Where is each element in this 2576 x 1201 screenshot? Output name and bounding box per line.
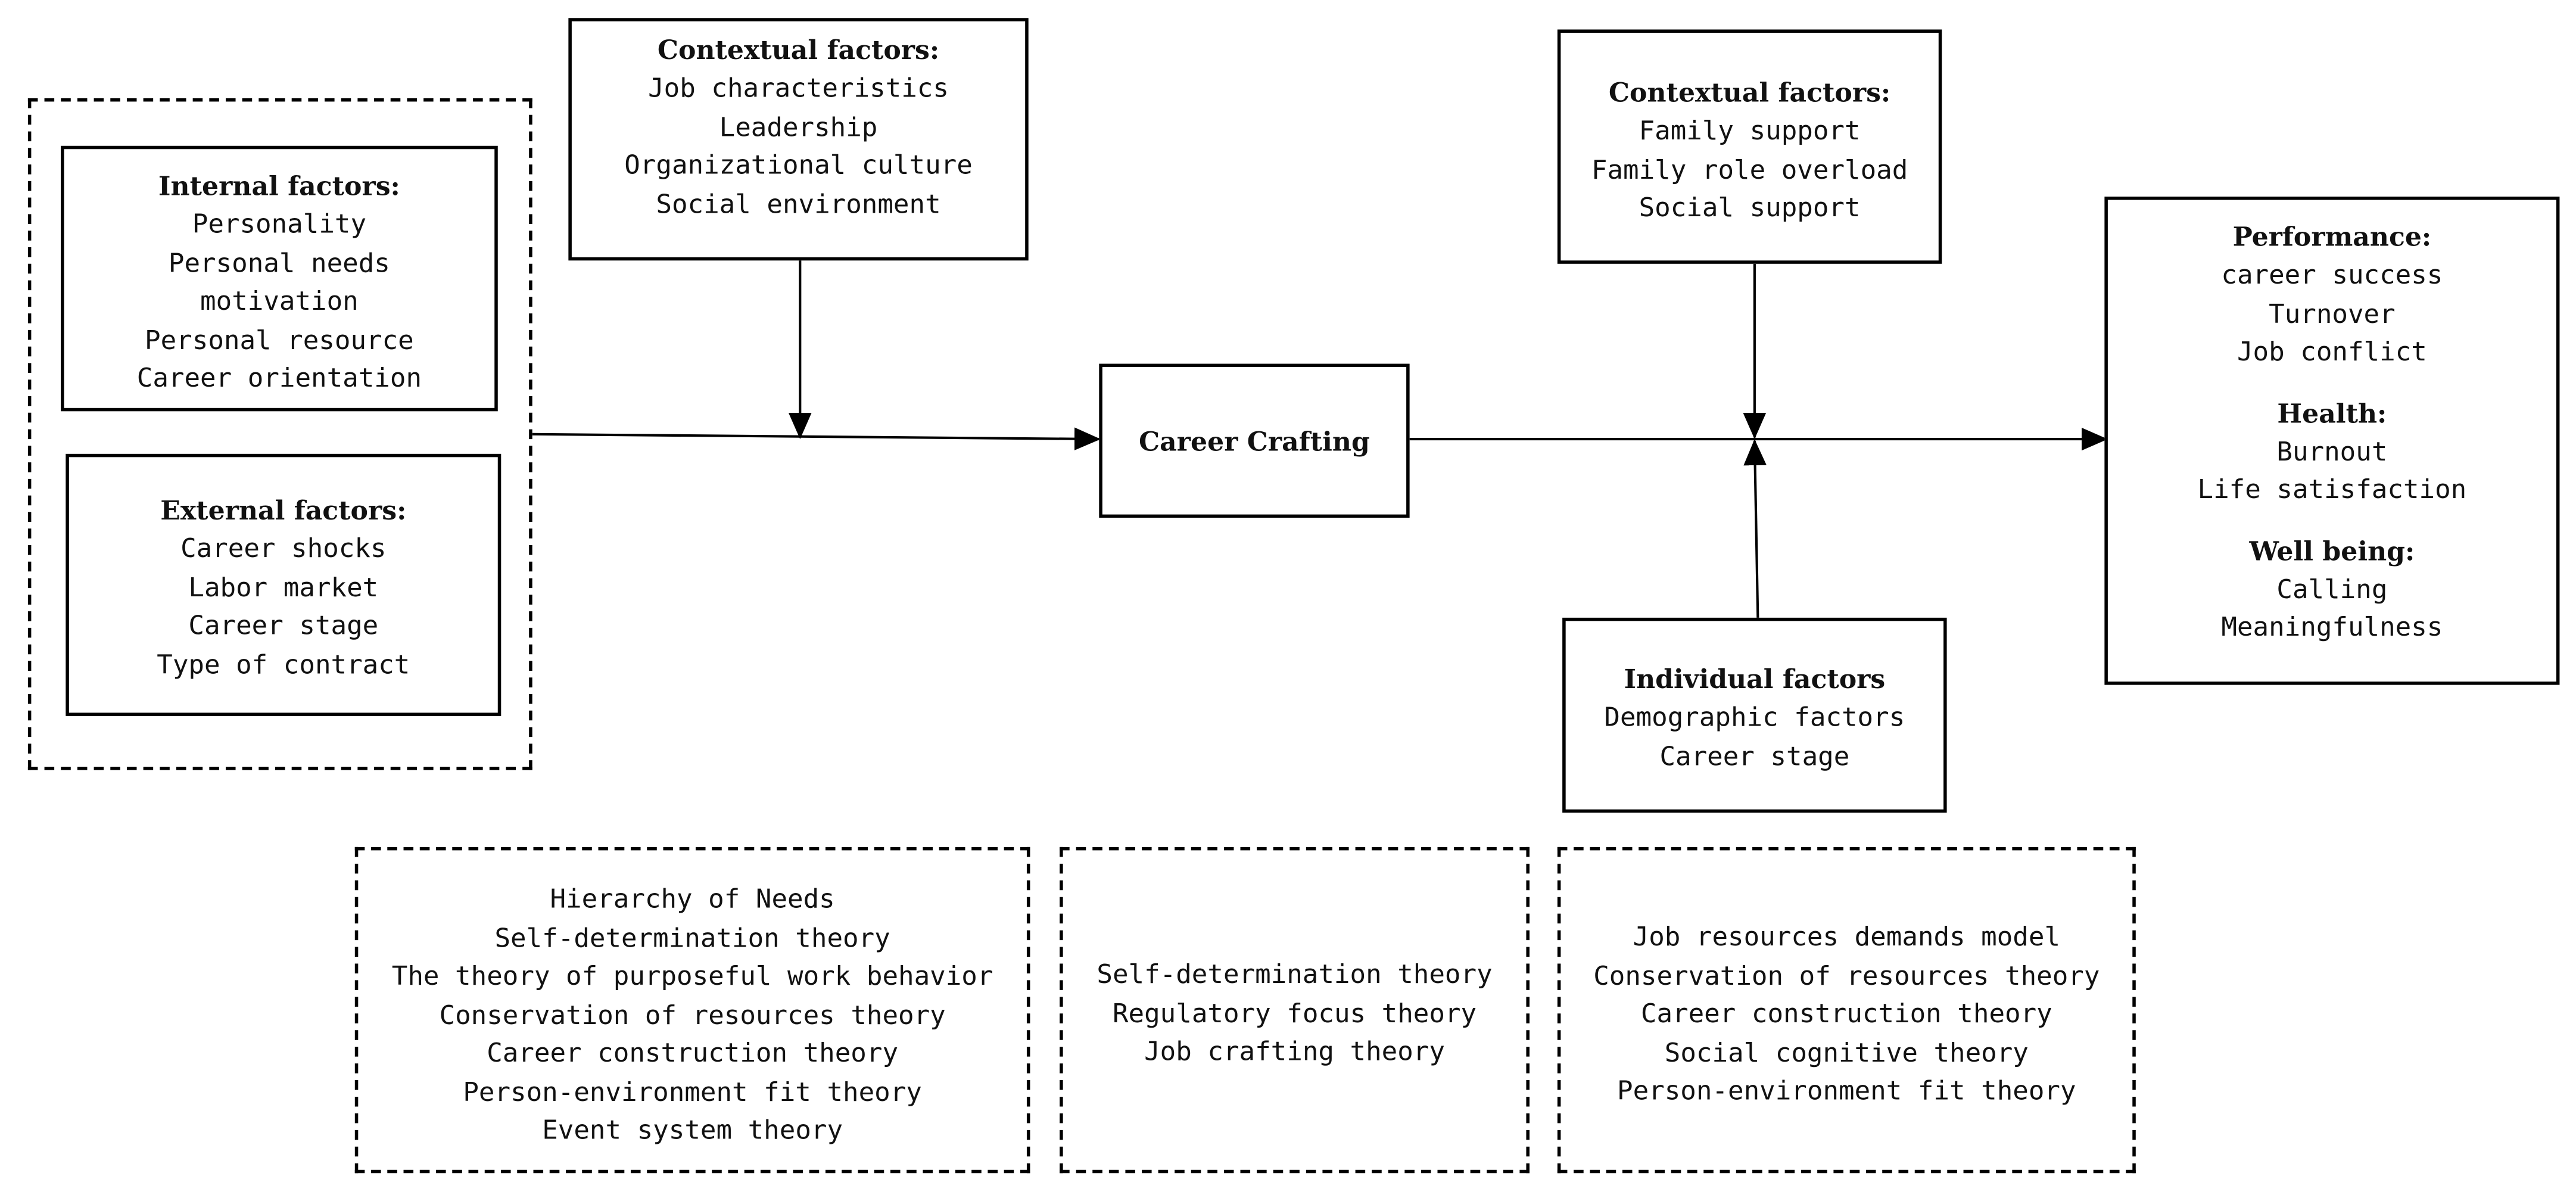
internal-factor-item: Personality — [192, 208, 367, 239]
outcome-item: Meaningfulness — [2221, 611, 2443, 643]
outcome-group-title: Performance: — [2232, 221, 2432, 253]
antecedent-arrow — [532, 427, 1101, 450]
theory-item: Social cognitive theory — [1664, 1036, 2029, 1068]
individual-factor-item: Career stage — [1659, 739, 1850, 771]
internal-factors-box: Internal factors: Personality Personal n… — [61, 145, 498, 412]
outcome-item: Job conflict — [2237, 335, 2427, 368]
theory-item: Hierarchy of Needs — [550, 883, 835, 914]
theory-item: Conservation of resources theory — [1593, 959, 2100, 991]
internal-factor-item: Personal needs — [168, 246, 390, 278]
outcome-item: Calling — [2276, 573, 2388, 604]
internal-factor-item: motivation — [200, 285, 359, 316]
contextual-factors-title: Contextual factors: — [1608, 77, 1891, 108]
contextual-factors-box-right: Contextual factors: Family support Famil… — [1557, 29, 1942, 264]
individual-factors-title: Individual factors — [1624, 663, 1886, 695]
theory-item: Career construction theory — [1640, 997, 2052, 1029]
contextual-factor-item: Job characteristics — [648, 72, 949, 104]
theory-item: Career construction theory — [487, 1037, 899, 1069]
contextual-factors-box-left: Contextual factors: Job characteristics … — [568, 18, 1029, 261]
contextual-factor-item: Organizational culture — [624, 149, 973, 181]
external-factors-box: External factors: Career shocks Labor ma… — [66, 453, 502, 716]
theory-item: Job crafting theory — [1144, 1035, 1445, 1067]
internal-factors-title: Internal factors: — [158, 170, 400, 202]
theory-item: Regulatory focus theory — [1112, 997, 1477, 1028]
outcome-theories-box: Job resources demands model Conservation… — [1557, 847, 2136, 1174]
external-factor-item: Career shocks — [180, 532, 387, 564]
individual-factors-box: Individual factors Demographic factors C… — [1562, 617, 1947, 813]
external-factors-title: External factors: — [160, 494, 407, 526]
individual-factor-item: Demographic factors — [1604, 701, 1905, 733]
contextual-factors-title: Contextual factors: — [657, 34, 940, 66]
external-factor-item: Career stage — [188, 609, 379, 641]
outcome-item: career success — [2221, 259, 2443, 290]
theory-item: Person-environment fit theory — [1617, 1075, 2076, 1106]
external-factor-item: Labor market — [188, 571, 379, 602]
outcome-group-title: Health: — [2277, 397, 2387, 429]
contextual-factor-item: Family role overload — [1591, 153, 1908, 185]
individual-moderator-arrow — [1743, 439, 1767, 620]
antecedent-theories-box: Hierarchy of Needs Self-determination th… — [354, 847, 1030, 1174]
external-factor-item: Type of contract — [157, 648, 410, 679]
contextual-factor-item: Social environment — [656, 187, 941, 219]
contextual-factor-item: Social support — [1639, 191, 1861, 223]
internal-factor-item: Career orientation — [136, 362, 422, 394]
outcome-item: Turnover — [2269, 297, 2396, 329]
theory-item: Conservation of resources theory — [439, 998, 946, 1030]
career-crafting-title: Career Crafting — [1139, 425, 1370, 456]
theory-item: Self-determination theory — [494, 922, 890, 953]
crafting-theories-box: Self-determination theory Regulatory foc… — [1060, 847, 1530, 1174]
theory-item: Event system theory — [542, 1114, 843, 1146]
theory-item: Job resources demands model — [1633, 920, 2061, 952]
contextual-factor-item: Leadership — [719, 110, 878, 142]
career-crafting-box: Career Crafting — [1099, 363, 1410, 518]
outcome-item: Burnout — [2276, 435, 2388, 466]
outcome-group-title: Well being: — [2249, 534, 2415, 567]
theory-item: Self-determination theory — [1097, 958, 1493, 990]
theory-item: The theory of purposeful work behavior — [391, 960, 993, 991]
internal-factor-item: Personal resource — [145, 323, 414, 355]
contextual-factor-item: Family support — [1639, 114, 1861, 146]
outcomes-box: Performance: career success Turnover Job… — [2104, 197, 2560, 685]
outcome-item: Life satisfaction — [2197, 473, 2467, 505]
theory-item: Person-environment fit theory — [463, 1075, 922, 1107]
